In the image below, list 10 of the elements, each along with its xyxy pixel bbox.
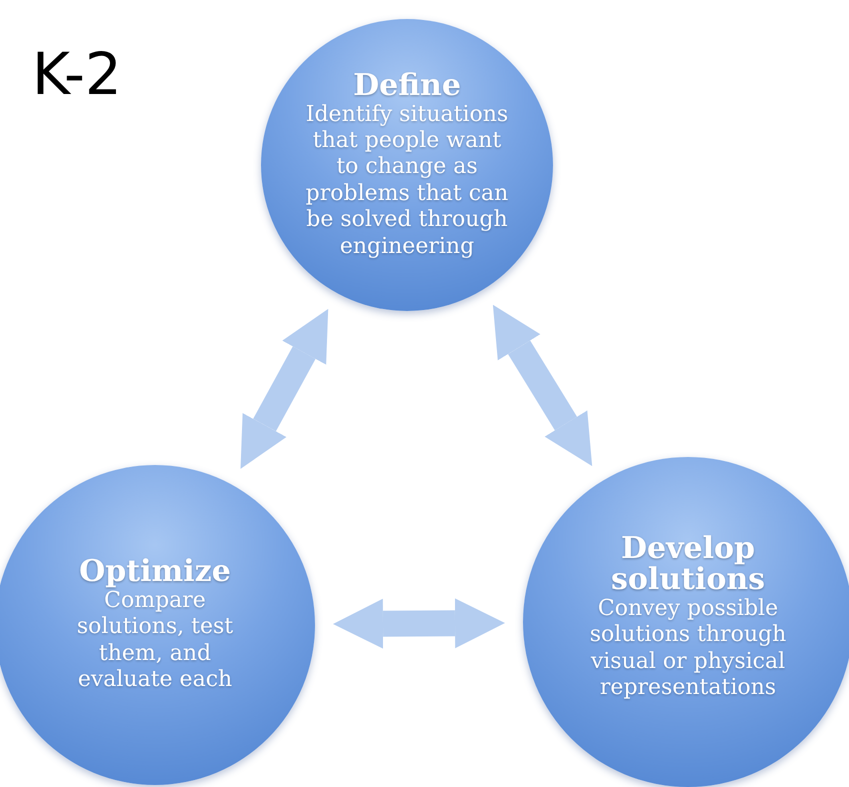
double-arrow (240, 308, 328, 469)
stage-description: Convey possible solutions through visual or physical representations (588, 596, 788, 702)
stage-title: Optimize (79, 556, 231, 588)
stage-title: Define (353, 70, 461, 102)
double-arrow (333, 598, 505, 649)
grade-label: K-2 (32, 40, 122, 108)
stage-description: Compare solutions, test them, and evaluate each (76, 588, 234, 694)
stage-description: Identify situations that people want to change as problems that can be solved through engineering (304, 102, 510, 260)
double-arrow (492, 304, 592, 466)
stage-title: Develop solutions (610, 532, 766, 596)
